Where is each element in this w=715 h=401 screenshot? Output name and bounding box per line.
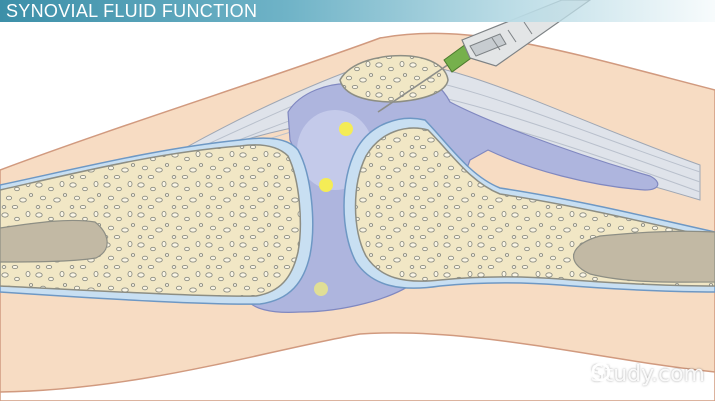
tibia-bone xyxy=(343,117,715,293)
femur-bone xyxy=(0,137,314,305)
femur-marrow-cavity xyxy=(0,219,108,263)
study-logo-icon xyxy=(591,362,610,382)
patella xyxy=(339,54,449,103)
fluid-dot xyxy=(319,178,333,192)
fluid-dot xyxy=(314,282,328,296)
study-watermark: Study.com xyxy=(591,362,705,387)
tibia-marrow-cavity xyxy=(573,230,715,283)
fluid-dot xyxy=(339,122,353,136)
diagram-title: SYNOVIAL FLUID FUNCTION xyxy=(6,1,258,21)
watermark-text: Study.com xyxy=(590,362,705,387)
synovial-fluid-dots xyxy=(314,122,353,296)
lower-background xyxy=(0,332,715,401)
title-bar: SYNOVIAL FLUID FUNCTION xyxy=(0,0,715,22)
